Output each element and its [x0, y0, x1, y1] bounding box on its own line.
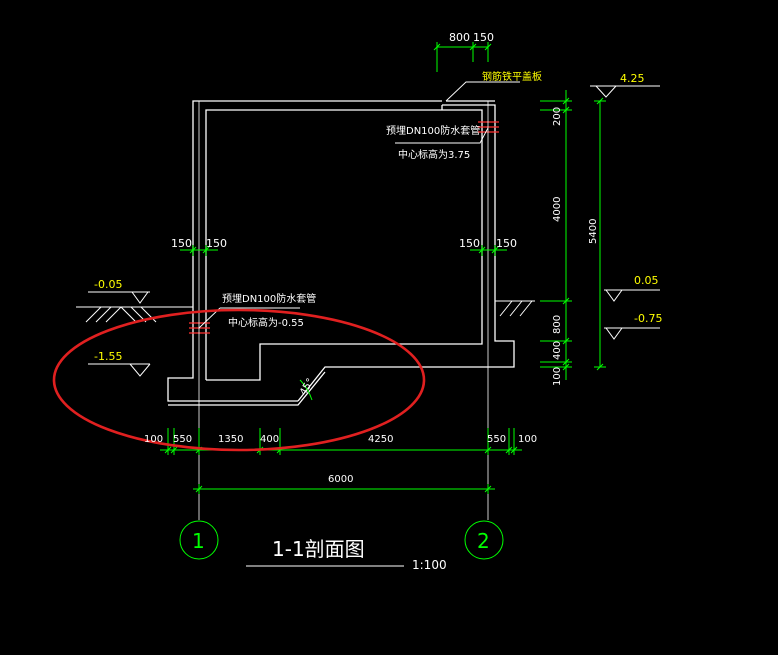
footing-bottom-line [168, 371, 326, 406]
title-name: 1-1剖面图 [272, 537, 365, 561]
bdim-550-left: 550 [173, 434, 192, 445]
overall-width: 6000 [328, 474, 353, 485]
inner-wall-left [205, 109, 442, 380]
level-left-lower: -1.55 [94, 350, 122, 363]
level-left-ground: -0.05 [94, 278, 122, 291]
outer-wall-left-and-roof [167, 100, 442, 402]
vdim-400: 400 [552, 341, 563, 360]
dim-top-800: 800 [449, 31, 470, 44]
structure-outline [167, 100, 515, 406]
wall-dim-right-b: 150 [496, 237, 517, 250]
lower-pipe-line2: 中心标高为-0.55 [228, 316, 304, 329]
vdim-200: 200 [552, 107, 563, 126]
inner-wall-right-and-floor [206, 109, 483, 381]
bdim-400: 400 [260, 434, 279, 445]
level-right-ground: 0.05 [634, 274, 659, 287]
vdim-overall-5400: 5400 [588, 219, 599, 244]
bdim-100-right: 100 [518, 434, 537, 445]
bdim-100-left: 100 [144, 434, 163, 445]
upper-pipe-line1: 预埋DN100防水套管 [386, 124, 480, 137]
vdim-4000: 4000 [552, 197, 563, 222]
wall-dim-left-a: 150 [171, 237, 192, 250]
ground-hatch-right [495, 300, 535, 317]
dim-top-150: 150 [473, 31, 494, 44]
level-right-lower: -0.75 [634, 312, 662, 325]
outer-wall-right [297, 104, 515, 402]
axis-label-1: 1 [192, 529, 205, 553]
wall-dim-left-b: 150 [206, 237, 227, 250]
vdim-100: 100 [552, 367, 563, 386]
bdim-550-right: 550 [487, 434, 506, 445]
pipe-sleeve-upper [478, 121, 499, 133]
highlight-ellipse [52, 308, 426, 452]
upper-pipe-line2: 中心标高为3.75 [398, 148, 470, 161]
lower-pipe-line1: 预埋DN100防水套管 [222, 292, 316, 305]
level-markers [88, 85, 660, 377]
dimension-lines [160, 42, 606, 560]
vdim-800: 800 [552, 315, 563, 334]
wall-dim-right-a: 150 [459, 237, 480, 250]
cover-label: 钢筋铁平盖板 [482, 70, 542, 83]
level-top: 4.25 [620, 72, 645, 85]
bdim-1350: 1350 [218, 434, 243, 445]
title-scale: 1:100 [412, 558, 447, 572]
ground-hatch-left [76, 306, 193, 323]
axis-label-2: 2 [477, 529, 490, 553]
bdim-4250: 4250 [368, 434, 393, 445]
